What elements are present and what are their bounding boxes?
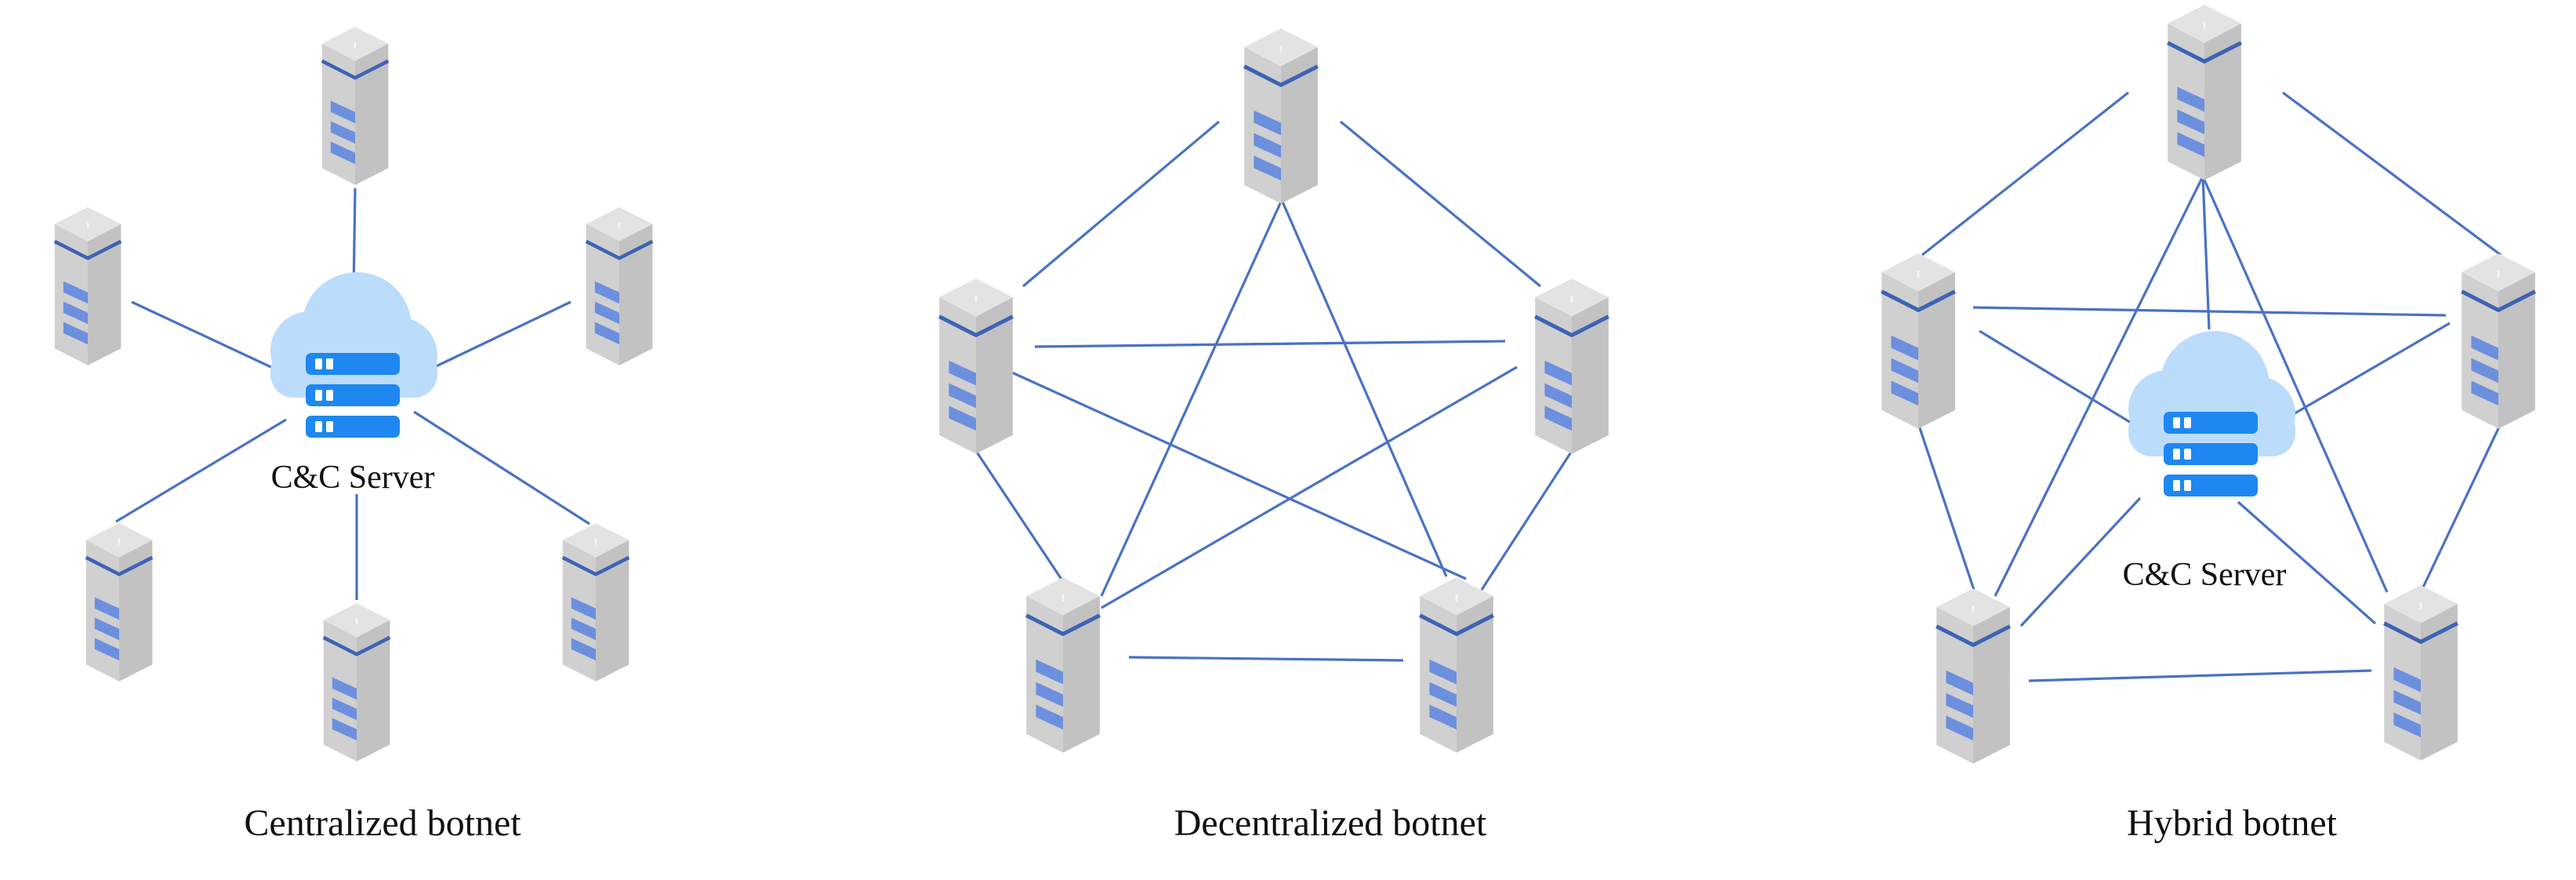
connection-links bbox=[974, 120, 1573, 662]
link bbox=[1480, 450, 1573, 591]
link bbox=[2282, 91, 2502, 256]
link bbox=[115, 418, 287, 523]
link bbox=[974, 450, 1064, 581]
bot-node-icon bbox=[1026, 577, 1100, 752]
bot-node-icon bbox=[1420, 577, 1493, 752]
bot-node-icon bbox=[563, 523, 629, 682]
bot-node-icon bbox=[939, 278, 1013, 453]
bot-node-icon bbox=[324, 603, 390, 762]
link bbox=[1994, 176, 2204, 597]
panel-hybrid: C&C Server Hybrid botnet bbox=[1881, 5, 2535, 844]
link bbox=[2237, 500, 2377, 625]
panel-caption: Hybrid botnet bbox=[2127, 802, 2338, 844]
connection-links bbox=[115, 187, 590, 600]
bot-node-icon bbox=[86, 523, 153, 682]
link bbox=[1128, 656, 1404, 662]
link bbox=[2201, 176, 2389, 593]
link bbox=[1100, 199, 1283, 597]
cloud-server-icon bbox=[2128, 331, 2295, 496]
bot-nodes bbox=[939, 28, 1609, 752]
panel-caption: Decentralized botnet bbox=[1174, 802, 1487, 844]
link bbox=[2277, 322, 2451, 425]
bot-node-icon bbox=[1535, 278, 1609, 453]
link bbox=[1979, 329, 2133, 425]
bot-node-icon bbox=[1881, 253, 1955, 428]
link bbox=[2028, 669, 2372, 682]
link bbox=[1021, 120, 1221, 288]
link bbox=[1917, 423, 1977, 595]
link bbox=[1339, 120, 1542, 288]
bot-node-icon bbox=[55, 207, 122, 365]
bot-node-icon bbox=[2384, 585, 2458, 760]
bot-node-icon bbox=[1244, 28, 1318, 203]
bot-node-icon bbox=[586, 207, 653, 365]
server-label: C&C Server bbox=[271, 460, 435, 496]
link bbox=[2419, 423, 2502, 593]
panel-decentralized: Decentralized botnet bbox=[939, 28, 1609, 844]
link bbox=[430, 300, 571, 370]
bot-node-icon bbox=[1936, 588, 2010, 763]
link bbox=[1280, 199, 1448, 577]
server-label: C&C Server bbox=[2123, 557, 2287, 593]
connection-links bbox=[1917, 91, 2502, 682]
link bbox=[1921, 91, 2129, 256]
cloud-server-icon bbox=[270, 272, 437, 438]
link bbox=[1003, 367, 1467, 580]
panel-caption: Centralized botnet bbox=[244, 802, 521, 844]
bot-node-icon bbox=[322, 27, 389, 185]
bot-node-icon bbox=[2462, 253, 2535, 428]
link bbox=[131, 300, 275, 370]
link bbox=[2019, 496, 2142, 627]
panel-centralized: C&C Server Centralized botnet bbox=[55, 27, 653, 844]
link bbox=[1101, 365, 1518, 609]
bot-node-icon bbox=[2168, 5, 2241, 180]
link bbox=[2201, 176, 2211, 330]
link bbox=[1034, 340, 1506, 348]
link bbox=[413, 410, 590, 525]
